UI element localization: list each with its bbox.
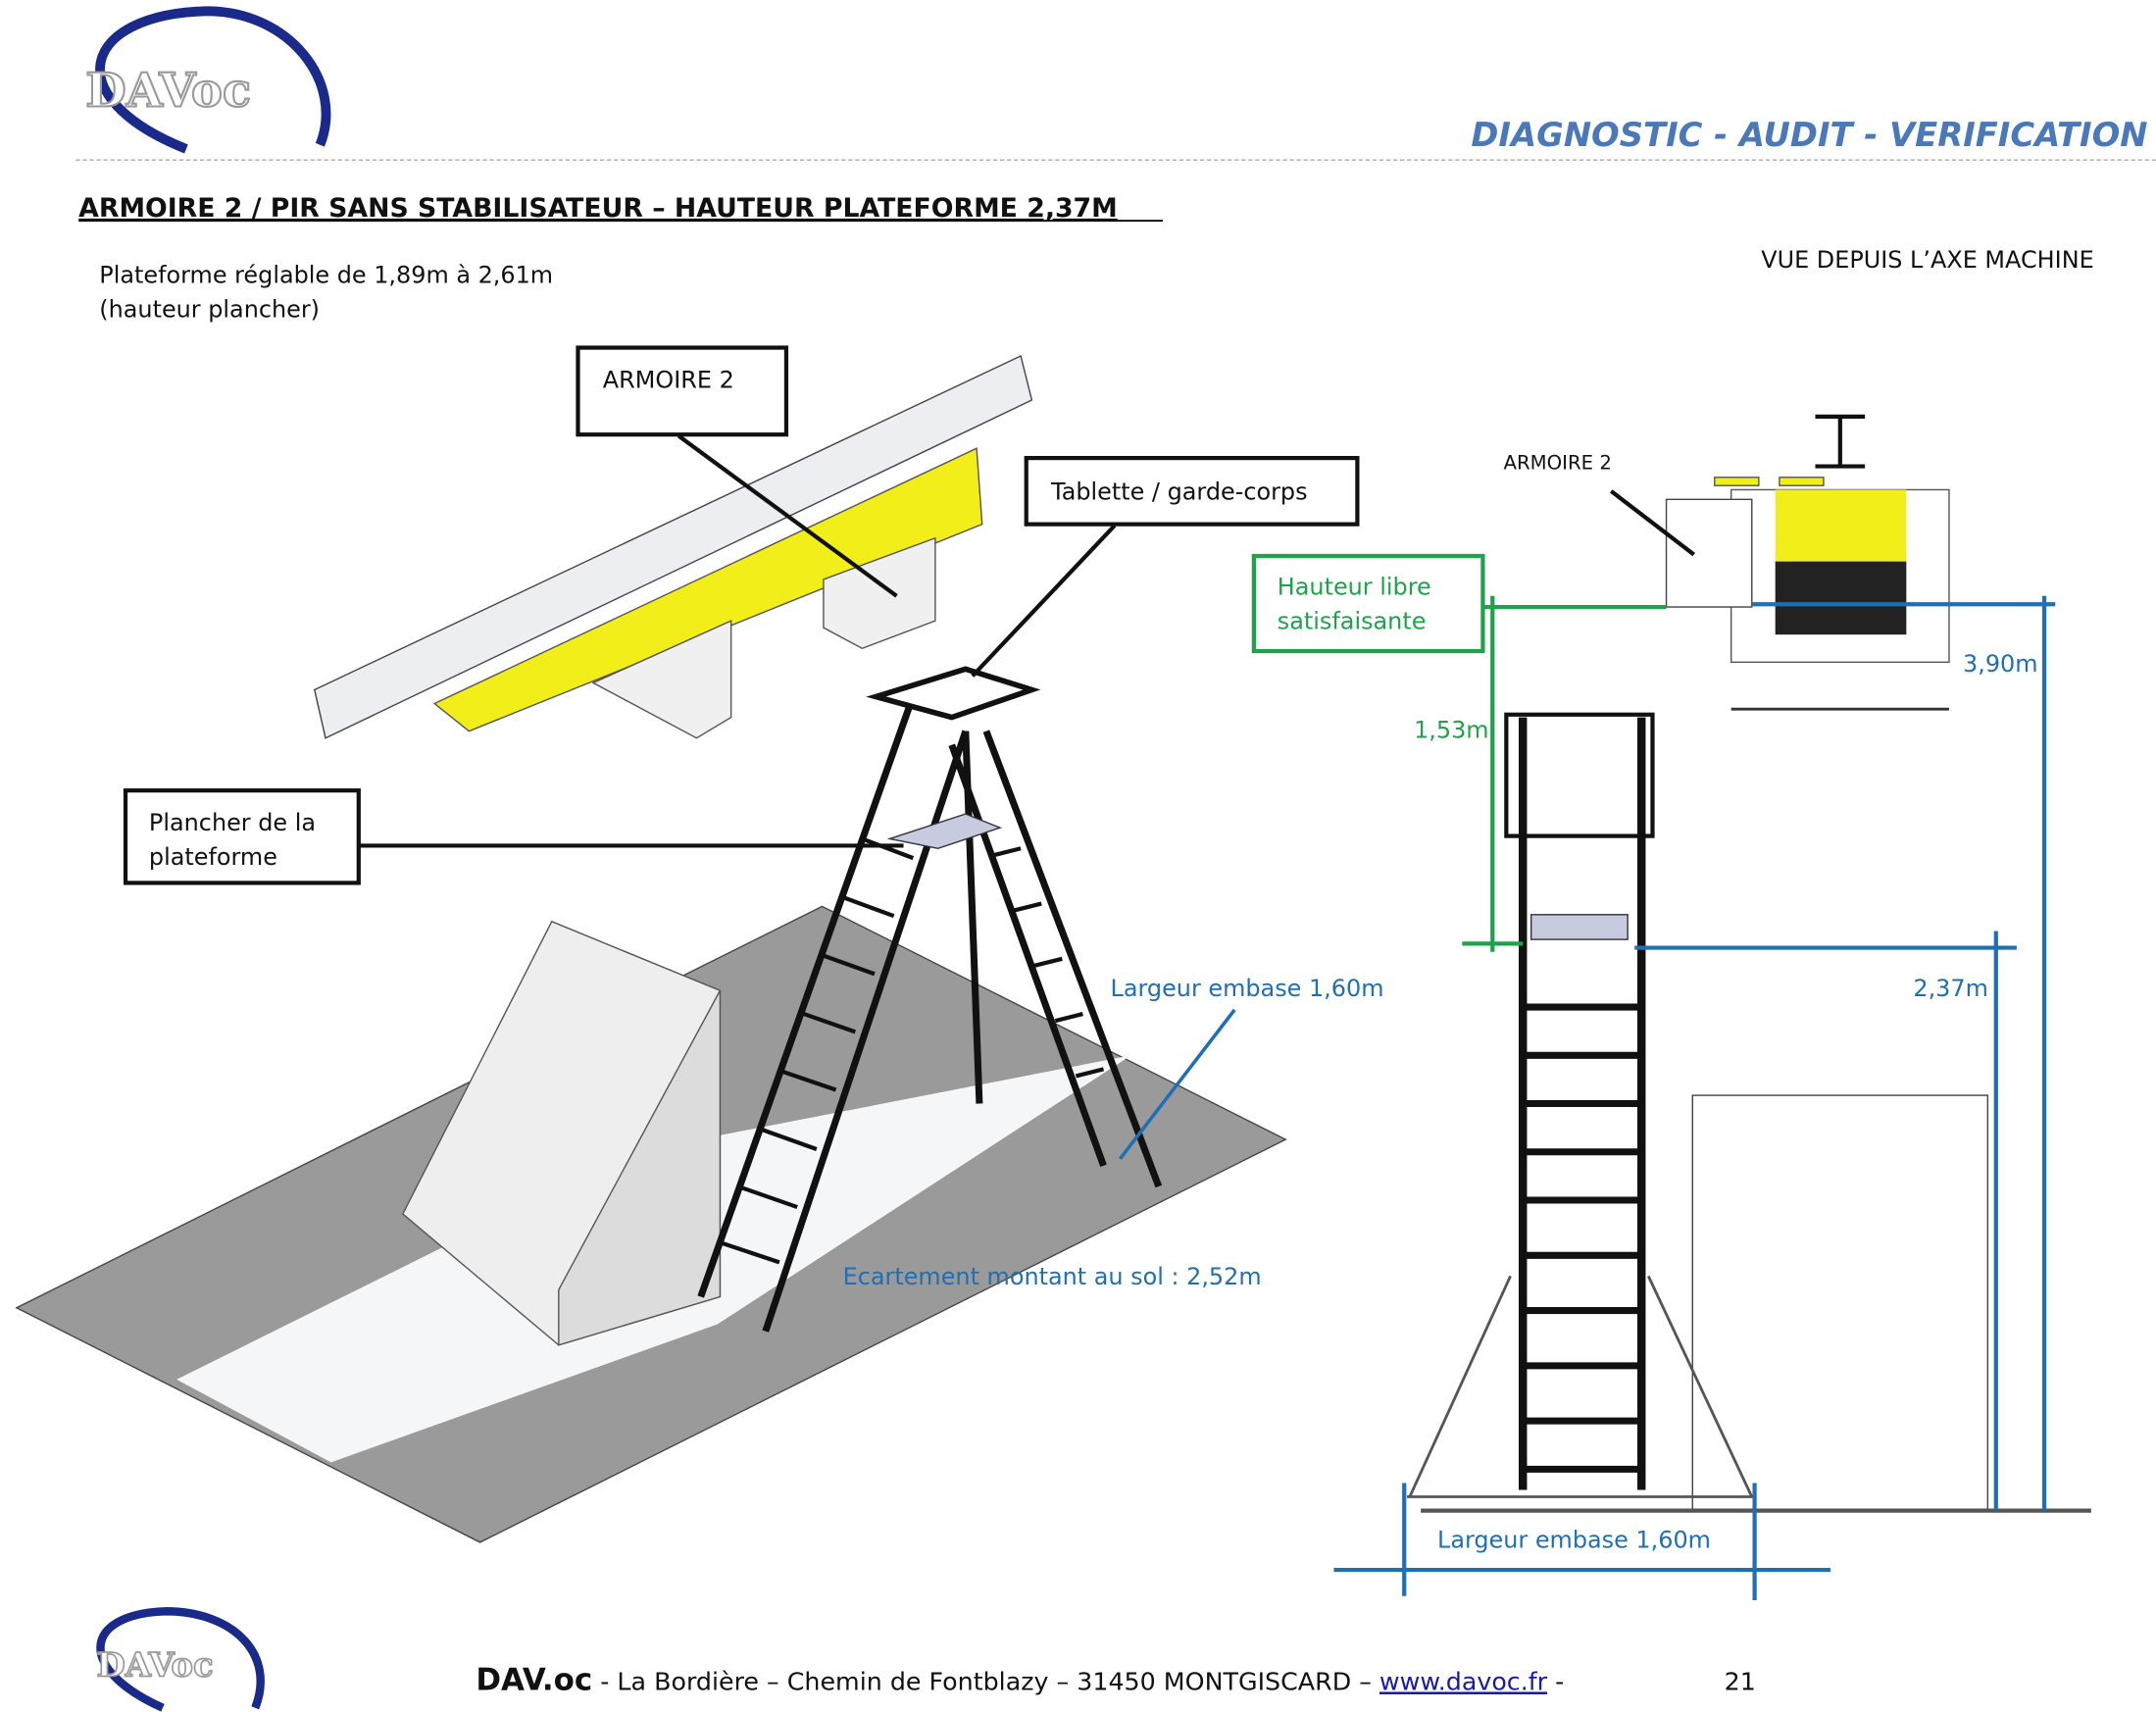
side-drawing <box>1407 414 2091 1513</box>
svg-text:satisfaisante: satisfaisante <box>1278 608 1427 635</box>
callout-hauteur-libre: Hauteur libre satisfaisante <box>1251 553 1485 654</box>
callout-armoire-2: ARMOIRE 2 <box>576 345 898 598</box>
svg-text:DAVoc: DAVoc <box>85 63 251 118</box>
side-largeur-embase: Largeur embase 1,60m <box>1437 1527 1711 1554</box>
iso-ecartement: Ecartement montant au sol : 2,52m <box>843 1263 1262 1290</box>
dim-153-lines <box>1462 595 1667 952</box>
header-tagline: DIAGNOSTIC - AUDIT - VERIFICATION <box>1471 116 2147 154</box>
dim-153: 1,53m <box>1414 717 1489 744</box>
footer-brand: DAV.oc <box>476 1662 592 1697</box>
footer-website-link[interactable]: www.davoc.fr <box>1379 1666 1548 1695</box>
callout-tablette: Tablette / garde-corps <box>971 455 1360 678</box>
svg-text:ARMOIRE 2: ARMOIRE 2 <box>603 366 734 393</box>
svg-text:Hauteur libre: Hauteur libre <box>1278 573 1431 600</box>
note-line2: (hauteur plancher) <box>99 296 320 324</box>
svg-text:Plancher de la: Plancher de la <box>149 809 316 836</box>
blue-dimension-lines <box>1333 595 2056 1601</box>
footer-logo: DAVoc <box>96 1607 265 1712</box>
iso-drawing <box>15 354 1287 1543</box>
side-view-title: VUE DEPUIS L’AXE MACHINE <box>1761 246 2093 274</box>
footer-address-text: - La Bordière – Chemin de Fontblazy – 31… <box>592 1666 1379 1695</box>
note-line1: Plateforme réglable de 1,89m à 2,61m <box>99 261 553 288</box>
dim-390: 3,90m <box>1963 650 2038 678</box>
page-title: ARMOIRE 2 / PIR SANS STABILISATEUR – HAU… <box>78 193 1118 224</box>
footer-sep: - <box>1547 1666 1564 1695</box>
callout-plancher: Plancher de la plateforme <box>123 788 904 885</box>
svg-text:plateforme: plateforme <box>149 843 277 871</box>
svg-text:DAVoc: DAVoc <box>96 1644 213 1684</box>
footer-address: DAV.oc - La Bordière – Chemin de Fontbla… <box>476 1662 1564 1697</box>
iso-largeur-leader <box>1119 1008 1236 1160</box>
iso-largeur-embase: Largeur embase 1,60m <box>1111 975 1384 1002</box>
page-number: 21 <box>1725 1666 1756 1695</box>
side-armoire-label: ARMOIRE 2 <box>1504 451 1612 474</box>
svg-text:Tablette / garde-corps: Tablette / garde-corps <box>1050 478 1308 505</box>
dim-237: 2,37m <box>1913 975 1988 1002</box>
davoc-logo: DAVoc <box>84 6 331 154</box>
